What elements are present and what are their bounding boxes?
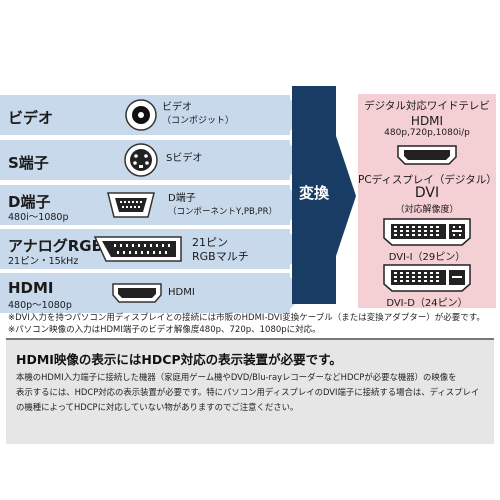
rca-connector-icon	[125, 99, 157, 131]
footnote-pc-resolution: ※パソコン映像の入力はHDMI端子のビデオ解像度480p、720p、1080pに…	[8, 325, 321, 335]
input-label-video: ビデオ	[8, 109, 54, 127]
hdmi-port-icon	[397, 145, 457, 165]
dvi-i-port-icon	[383, 218, 471, 246]
caption-line: RGBマルチ	[192, 249, 249, 263]
converter-arrow-icon	[336, 136, 356, 256]
caption-line: （コンポーネントY,PB,PR）	[168, 206, 278, 217]
converter-label: 変換	[298, 184, 329, 202]
input-caption-video: ビデオ （コンポジット）	[162, 102, 234, 127]
tv-title: デジタル対応ワイドテレビ	[364, 100, 490, 112]
input-caption-d-terminal: D端子 （コンポーネントY,PB,PR）	[168, 193, 277, 218]
input-label-d-terminal: D端子	[8, 193, 51, 211]
input-caption-analog-rgb: 21ピン RGBマルチ	[192, 236, 249, 264]
input-caption-s-video: Sビデオ	[166, 153, 203, 164]
input-caption-hdmi: HDMI	[168, 287, 195, 298]
dvi-d-label: DVI-D（24ピン）	[386, 298, 468, 309]
tv-output-box: デジタル対応ワイドテレビ HDMI 480p,720p,1080i/p	[358, 94, 496, 172]
scart-connector-icon	[93, 236, 182, 262]
hdcp-notice-line: 表示するには、HDCP対応の表示装置が必要です。特にパソコン用ディスプレイのDV…	[16, 387, 480, 397]
tv-resolution: 480p,720p,1080i/p	[384, 128, 470, 138]
pc-display-output-box: PCディスプレイ（デジタル） DVI （対応解像度） DVI-I（29ピン） D…	[358, 170, 497, 309]
input-row-video: ビデオ ビデオ （コンポジット）	[0, 95, 306, 135]
pc-port-label: DVI	[414, 185, 440, 201]
hdcp-notice-line: の機種によってHDCPに対応していない物がありますのでご注意ください。	[16, 402, 299, 412]
input-row-s-video: S端子 Sビデオ	[0, 140, 306, 180]
caption-line: 21ピン	[192, 236, 228, 249]
input-row-analog-rgb: アナログRGB 21ピン・15kHz 21ピン RGBマルチ	[0, 229, 306, 269]
dvi-d-port-icon	[383, 264, 471, 292]
hdcp-notice-panel: HDMI映像の表示にはHDCP対応の表示装置が必要です。 本機のHDMI入力端子…	[6, 338, 494, 444]
hdcp-notice-heading: HDMI映像の表示にはHDCP対応の表示装置が必要です。	[16, 352, 342, 367]
input-sub-hdmi: 480p～1080p	[8, 300, 72, 311]
input-sub-d-terminal: 480i～1080p	[8, 212, 69, 223]
input-sub-analog-rgb: 21ピン・15kHz	[8, 256, 79, 267]
pc-resolution-note: （対応解像度）	[395, 205, 459, 215]
input-row-d-terminal: D端子 480i～1080p D端子 （コンポーネントY,PB,PR）	[0, 185, 306, 225]
input-label-hdmi: HDMI	[8, 279, 54, 297]
input-label-analog-rgb: アナログRGB	[8, 237, 103, 255]
converter-block: 変換	[292, 86, 336, 304]
caption-line: （コンポジット）	[162, 115, 235, 126]
dvi-i-label: DVI-I（29ピン）	[388, 252, 466, 263]
hdmi-connector-icon	[112, 283, 162, 303]
hdcp-notice-line: 本機のHDMI入力端子に接続した機器（家庭用ゲーム機やDVD/Blu-rayレコ…	[16, 372, 457, 382]
footnote-dvi-cable: ※DVI入力を持つパソコン用ディスプレイとの接続には市販のHDMI-DVI変換ケ…	[8, 313, 485, 323]
input-row-hdmi: HDMI 480p～1080p HDMI	[0, 273, 306, 313]
tv-port-label: HDMI	[410, 114, 444, 128]
input-label-s-video: S端子	[8, 154, 49, 172]
pc-title: PCディスプレイ（デジタル）	[358, 174, 497, 186]
caption-line: ビデオ	[162, 102, 192, 113]
s-video-connector-icon	[124, 143, 158, 177]
caption-line: D端子	[168, 193, 196, 204]
d-terminal-connector-icon	[107, 192, 155, 218]
